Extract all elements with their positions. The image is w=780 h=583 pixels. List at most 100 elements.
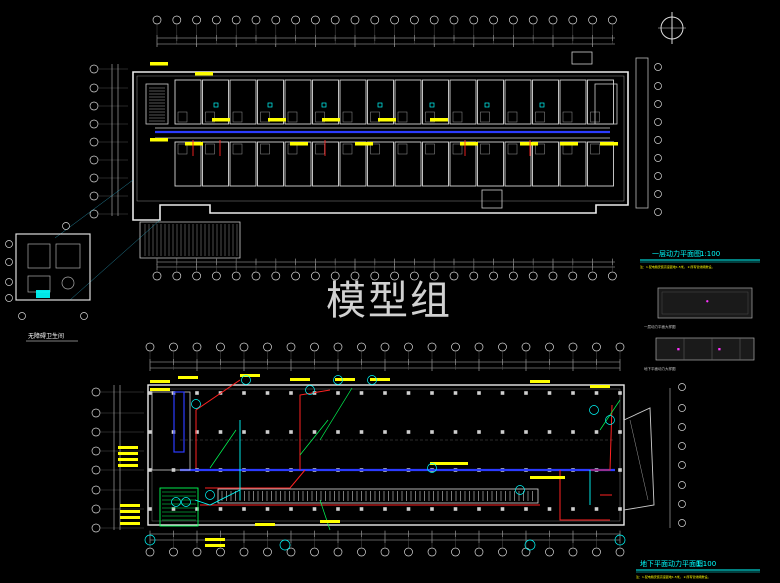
- legend-box1-label: 一层动力平面大样图: [644, 324, 676, 329]
- device-label: [520, 142, 538, 146]
- detail-plan: 无障碍卫生间: [5, 222, 91, 342]
- column: [453, 430, 458, 434]
- column: [195, 430, 199, 434]
- column: [171, 507, 176, 511]
- callout-circle: [205, 490, 215, 500]
- column: [265, 391, 270, 395]
- device-label: [460, 142, 478, 146]
- device-label: [120, 516, 140, 519]
- column: [500, 430, 505, 434]
- axis-bubble: [678, 461, 686, 469]
- room-cell: [422, 141, 449, 187]
- device-label: [290, 378, 310, 381]
- device-label: [268, 118, 286, 122]
- device-label: [150, 380, 170, 383]
- callout-circle: [605, 415, 615, 425]
- svg-text:■: ■: [677, 347, 680, 351]
- basement-floor-plan: 地下平面动力平面图 1:100 注：1.配电箱安装高度距地1.5米。 2.所有管…: [91, 342, 760, 579]
- column: [289, 507, 293, 511]
- device-label: [178, 376, 198, 379]
- axis-bubble: [678, 383, 686, 391]
- column: [148, 391, 152, 395]
- axis-bubble: [5, 294, 13, 302]
- column: [500, 391, 505, 395]
- axis-bubble: [654, 208, 662, 216]
- column: [195, 391, 199, 395]
- callout-circle: [144, 534, 156, 546]
- column: [406, 507, 411, 511]
- device-label: [355, 142, 373, 146]
- column: [594, 391, 599, 395]
- column: [312, 430, 317, 434]
- room-cell: [229, 79, 257, 125]
- column: [547, 507, 552, 511]
- column: [242, 391, 246, 395]
- column: [148, 507, 152, 511]
- device-label: [205, 544, 225, 547]
- room-cell: [257, 141, 284, 187]
- room-cell: [312, 79, 339, 125]
- column: [265, 430, 270, 434]
- detail-title: 无障碍卫生间: [28, 332, 64, 340]
- column: [289, 430, 293, 434]
- column: [477, 507, 481, 511]
- column: [618, 507, 622, 511]
- device-label: [430, 118, 448, 122]
- column: [477, 391, 481, 395]
- column: [148, 468, 152, 472]
- device-label: [370, 378, 390, 381]
- column: [430, 430, 434, 434]
- device-label: [240, 374, 260, 377]
- device-label: [255, 523, 275, 526]
- column: [336, 507, 340, 511]
- column: [524, 507, 528, 511]
- device-label: [150, 62, 168, 66]
- callout-circle: [241, 375, 251, 385]
- column: [265, 507, 270, 511]
- column: [453, 507, 458, 511]
- column: [618, 468, 622, 472]
- device-label: [118, 452, 138, 455]
- device-label: [120, 522, 140, 525]
- column: [571, 507, 575, 511]
- room-cell: [504, 141, 532, 187]
- lower-plan-note: 注：1.配电箱安装高度距地1.5米。 2.所有管线暗敷设。: [636, 574, 710, 579]
- column: [547, 430, 552, 434]
- upper-floor-plan: [54, 12, 686, 301]
- axis-bubble: [654, 100, 662, 108]
- device-label: [322, 118, 340, 122]
- column: [218, 430, 223, 434]
- callout-circle: [524, 539, 536, 551]
- device-label: [290, 142, 308, 146]
- room-cell: [559, 79, 587, 125]
- axis-bubble: [654, 154, 662, 162]
- room-cell: [504, 79, 532, 125]
- axis-bubble: [5, 258, 13, 266]
- outlet-symbol: [321, 102, 327, 108]
- device-label: [335, 378, 355, 381]
- device-label: [185, 142, 203, 146]
- device-label: [120, 510, 140, 513]
- room-cell: [174, 79, 202, 125]
- device-label: [600, 142, 618, 146]
- column: [618, 391, 622, 395]
- device-label: [590, 385, 610, 388]
- device-label: [118, 446, 138, 449]
- column: [406, 430, 411, 434]
- column: [242, 430, 246, 434]
- outlet-symbol: [484, 102, 490, 108]
- column: [383, 507, 387, 511]
- outlet-symbol: [429, 102, 435, 108]
- device-label: [448, 462, 468, 465]
- device-label: [195, 72, 213, 76]
- axis-bubble: [654, 136, 662, 144]
- axis-bubble: [678, 423, 686, 431]
- device-label: [212, 118, 230, 122]
- column: [524, 391, 528, 395]
- callout-circle: [589, 405, 599, 415]
- device-label: [545, 476, 565, 479]
- column: [618, 430, 622, 434]
- axis-bubble: [5, 278, 13, 286]
- room-cell: [367, 141, 394, 187]
- column: [477, 430, 481, 434]
